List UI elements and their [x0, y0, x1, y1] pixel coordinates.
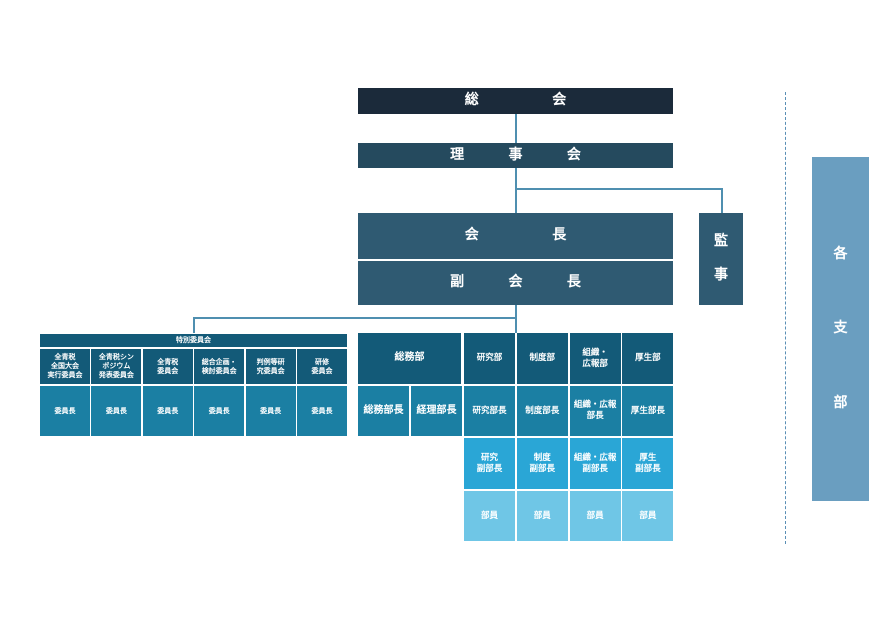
connector-auditor-horizontal: [515, 188, 723, 190]
board-char: 事: [508, 146, 523, 163]
branches-char: 部: [833, 394, 848, 411]
special-committee-header: 特別委員会: [40, 334, 347, 347]
auditor-char: 事: [714, 267, 728, 284]
board-char: 会: [566, 146, 581, 163]
president-char: 会: [464, 227, 479, 244]
dept-deputy: 研究 副部長: [464, 438, 515, 489]
vice-president-char: 副: [450, 274, 465, 291]
vice-president-char: 長: [566, 274, 581, 291]
committee-name: 研修 委員会: [297, 349, 347, 384]
dept-member: 部員: [569, 491, 621, 541]
connector-special-horizontal: [193, 317, 517, 319]
branches-char: 各: [833, 245, 848, 262]
committee-chair: 委員長: [142, 386, 193, 436]
committee-name: 全青税シン ポジウム 発表委員会: [91, 349, 142, 384]
committee-chair: 委員長: [40, 386, 90, 436]
dept-head: 厚生部長: [622, 386, 674, 436]
general-meeting-char: 会: [552, 92, 567, 109]
connector-general-board: [515, 114, 517, 143]
connector-special-vertical: [193, 317, 195, 333]
board-char: 理: [450, 146, 465, 163]
board-box: 理 事 会: [358, 143, 673, 168]
dept-head: 研究部長: [464, 386, 515, 436]
dept-name: 組織・ 広報部: [569, 333, 621, 384]
dept-member: 部員: [516, 491, 568, 541]
committee-chair: 委員長: [194, 386, 245, 436]
committee-chair: 委員長: [245, 386, 296, 436]
committee-name: 全青税 委員会: [142, 349, 193, 384]
general-affairs-head: 総務部長: [358, 386, 409, 436]
general-meeting-box: 総 会: [358, 88, 673, 114]
committee-chair: 委員長: [91, 386, 142, 436]
connector-vice-down: [515, 305, 517, 333]
committee-name: 判例等研 究委員会: [245, 349, 296, 384]
dept-member: 部員: [464, 491, 515, 541]
dept-name: 研究部: [464, 333, 515, 384]
dept-name: 制度部: [516, 333, 568, 384]
general-meeting-char: 総: [464, 92, 479, 109]
auditor-box: 監 事: [699, 213, 743, 305]
dept-head: 組織・広報 部長: [569, 386, 621, 436]
dept-member: 部員: [622, 491, 674, 541]
branches-char: 支: [833, 320, 848, 337]
dept-deputy: 厚生 副部長: [622, 438, 674, 489]
branches-box: 各 支 部: [812, 157, 869, 501]
president-char: 長: [552, 227, 567, 244]
general-affairs-dept: 総務部: [358, 333, 461, 384]
committee-name: 全青税 全国大会 実行委員会: [40, 349, 90, 384]
committee-chair: 委員長: [297, 386, 347, 436]
dept-deputy: 制度 副部長: [516, 438, 568, 489]
dept-deputy: 組織・広報 副部長: [569, 438, 621, 489]
branch-divider: [785, 92, 786, 544]
vice-president-box: 副 会 長: [358, 261, 673, 305]
dept-head: 制度部長: [516, 386, 568, 436]
auditor-char: 監: [714, 233, 728, 250]
connector-auditor-vertical: [721, 188, 723, 213]
vice-president-char: 会: [508, 274, 523, 291]
accounting-head: 経理部長: [411, 386, 462, 436]
president-box: 会 長: [358, 213, 673, 259]
committee-name: 総合企画・ 検討委員会: [194, 349, 245, 384]
connector-board-president: [515, 168, 517, 213]
dept-name: 厚生部: [622, 333, 674, 384]
